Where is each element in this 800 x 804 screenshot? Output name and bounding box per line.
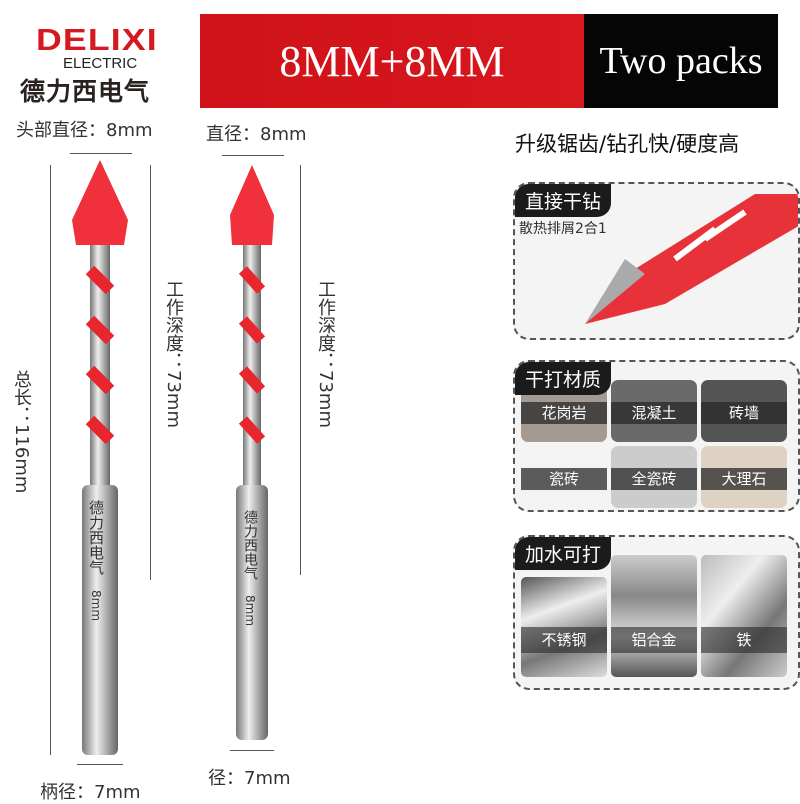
right-shank-size: 8mm	[243, 595, 257, 627]
material-label: 砖墙	[701, 402, 787, 424]
dim-line	[230, 750, 274, 751]
dim-line	[70, 153, 132, 154]
drill-tip-image	[585, 194, 798, 324]
logo-cn: 德力西电气	[20, 77, 151, 106]
dim-line	[222, 155, 284, 156]
left-drill-bit	[72, 160, 128, 755]
material-tile: 瓷砖	[521, 446, 607, 508]
right-head-diameter: 直径：8mm	[206, 124, 307, 145]
right-shank-text: 德力西电气	[242, 510, 258, 580]
dry-materials-panel: 干打材质 花岗岩 混凝土 砖墙 瓷砖 全瓷砖 大理石	[513, 360, 800, 512]
logo-brand: DELIXI	[36, 22, 158, 57]
left-working-depth: 工作深度：73mm	[163, 280, 184, 428]
left-head-diameter: 头部直径：8mm	[16, 120, 153, 141]
material-marble: 大理石	[701, 446, 787, 508]
material-label: 瓷砖	[521, 468, 607, 490]
left-shank-diameter: 柄径：7mm	[40, 782, 141, 803]
material-concrete: 混凝土	[611, 380, 697, 442]
material-full-tile: 全瓷砖	[611, 446, 697, 508]
material-stainless: 不锈钢	[521, 577, 607, 677]
left-shank-text: 德力西电气	[87, 500, 105, 575]
wet-materials-panel: 加水可打 不锈钢 铝合金 铁	[513, 535, 800, 690]
packs-banner: Two packs	[584, 14, 778, 108]
left-total-length: 总长：116mm	[11, 370, 32, 494]
dim-line	[300, 165, 301, 575]
dry-drill-sub: 散热排屑2合1	[519, 221, 607, 237]
dim-line	[77, 764, 123, 765]
dry-drill-tag: 直接干钻	[515, 184, 612, 217]
material-label: 不锈钢	[521, 627, 607, 653]
material-label: 混凝土	[611, 402, 697, 424]
right-shank-diameter: 径：7mm	[208, 768, 291, 789]
logo-sub: ELECTRIC	[63, 55, 138, 72]
material-brick: 砖墙	[701, 380, 787, 442]
material-label: 铁	[701, 627, 787, 653]
material-aluminum: 铝合金	[611, 555, 697, 677]
left-shank-size: 8mm	[89, 590, 103, 622]
material-label: 大理石	[701, 468, 787, 490]
dim-line	[50, 165, 51, 755]
dim-line	[150, 165, 151, 580]
wet-materials-tag: 加水可打	[515, 537, 612, 570]
material-iron: 铁	[701, 555, 787, 677]
material-label: 花岗岩	[521, 402, 607, 424]
dry-drill-panel: 直接干钻 散热排屑2合1	[513, 182, 800, 340]
right-drill-bit	[230, 165, 274, 740]
material-label: 铝合金	[611, 627, 697, 653]
right-working-depth: 工作深度：73mm	[315, 280, 336, 428]
material-label: 全瓷砖	[611, 468, 697, 490]
feature-headline: 升级锯齿/钻孔快/硬度高	[515, 132, 740, 156]
dry-materials-tag: 干打材质	[515, 362, 612, 395]
size-banner: 8MM+8MM	[200, 14, 584, 108]
